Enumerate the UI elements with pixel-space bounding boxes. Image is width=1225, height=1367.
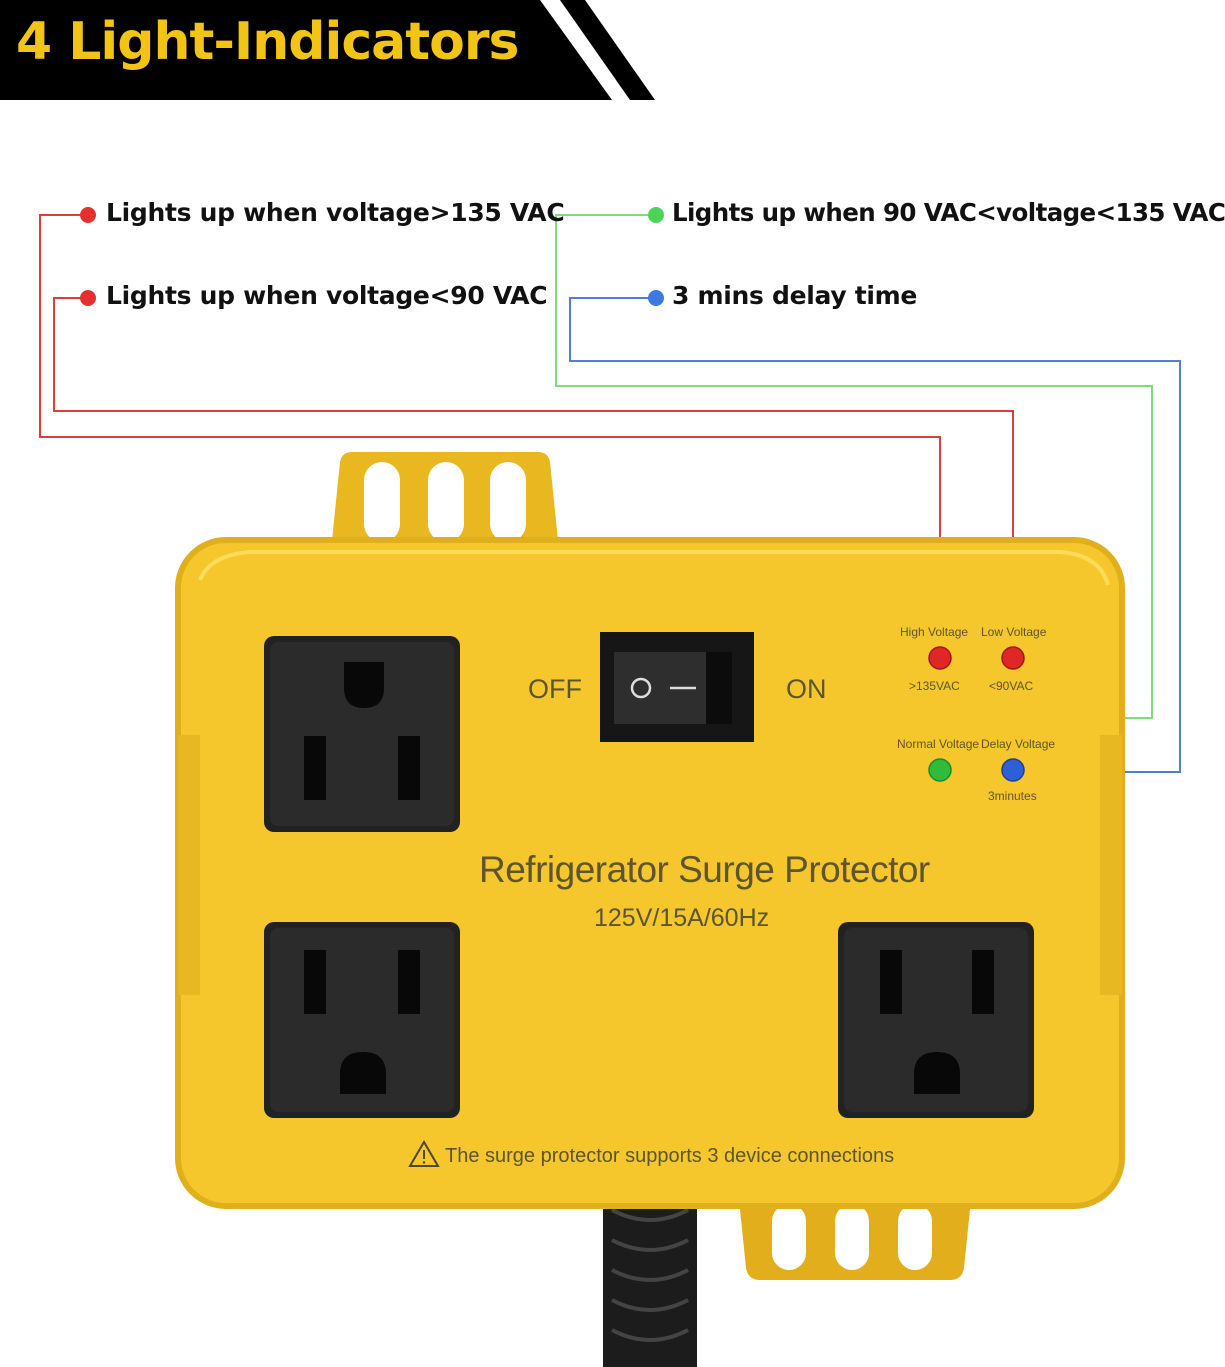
- delay-voltage-value: 3minutes: [988, 789, 1037, 803]
- blue-dot-icon: [648, 290, 664, 306]
- bottom-mounting-tab: [738, 1190, 972, 1280]
- product-rating: 125V/15A/60Hz: [594, 904, 770, 932]
- switch-on-label: ON: [786, 674, 827, 704]
- warning-icon: [408, 1140, 440, 1167]
- low-voltage-label: Low Voltage: [981, 625, 1047, 639]
- delay-voltage-label: Delay Voltage: [981, 737, 1056, 751]
- header-banner: 4 Light-Indicators: [0, 0, 660, 100]
- callout-high-voltage: Lights up when voltage>135 VAC: [106, 198, 565, 227]
- leader-line-delay: [569, 297, 1181, 773]
- high-voltage-label: High Voltage: [900, 625, 969, 639]
- normal-voltage-label: Normal Voltage: [897, 737, 980, 751]
- banner-shape: [0, 0, 655, 100]
- leader-line-low: [53, 297, 1014, 658]
- notice-text: The surge protector supports 3 device co…: [445, 1145, 895, 1167]
- rocker-switch: [600, 632, 754, 742]
- red-dot-icon: [80, 290, 96, 306]
- outlet-bottom-left: [264, 922, 460, 1118]
- outlet-bottom-right: [838, 922, 1034, 1118]
- green-dot-icon: [648, 207, 664, 223]
- switch-off-label: OFF: [528, 674, 582, 704]
- callout-delay-time: 3 mins delay time: [672, 281, 918, 310]
- high-voltage-led: [928, 646, 952, 670]
- normal-voltage-led: [928, 758, 952, 782]
- red-dot-icon: [80, 207, 96, 223]
- high-voltage-value: >135VAC: [909, 679, 960, 693]
- power-cord: [603, 1200, 697, 1367]
- outlet-top-left: [264, 636, 460, 832]
- low-voltage-value: <90VAC: [989, 679, 1034, 693]
- callout-normal-voltage: Lights up when 90 VAC<voltage<135 VAC: [672, 198, 1225, 227]
- device-illustration: [39, 214, 1181, 1367]
- low-voltage-led: [1001, 646, 1025, 670]
- leader-line-high: [39, 214, 941, 658]
- top-mounting-tab: [330, 452, 560, 560]
- banner-title: 4 Light-Indicators: [16, 12, 519, 72]
- product-name: Refrigerator Surge Protector: [479, 849, 930, 890]
- callout-low-voltage: Lights up when voltage<90 VAC: [106, 281, 548, 310]
- delay-voltage-led: [1001, 758, 1025, 782]
